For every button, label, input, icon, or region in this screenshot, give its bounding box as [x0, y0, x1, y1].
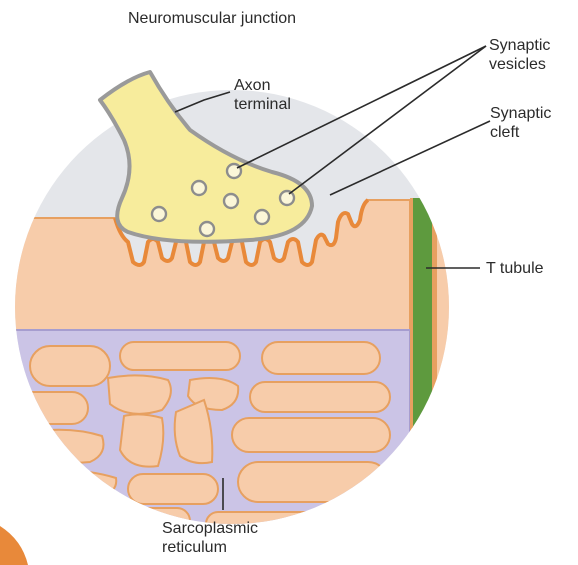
- label-synaptic-vesicles-line1: Synaptic: [489, 36, 550, 55]
- label-synaptic-cleft-line1: Synaptic: [490, 104, 551, 123]
- label-t-tubule: T tubule: [486, 259, 544, 278]
- label-sarcoplasmic-reticulum: Sarcoplasmic reticulum: [162, 519, 258, 557]
- t-tubule: [412, 198, 432, 560]
- label-axon-terminal: Axon terminal: [234, 76, 291, 114]
- label-sarcoplasmic-reticulum-line2: reticulum: [162, 538, 258, 557]
- label-synaptic-vesicles-line2: vesicles: [489, 55, 550, 74]
- label-synaptic-cleft-line2: cleft: [490, 123, 551, 142]
- label-synaptic-cleft: Synaptic cleft: [490, 104, 551, 142]
- diagram-title: Neuromuscular junction: [128, 9, 296, 28]
- label-sarcoplasmic-reticulum-line1: Sarcoplasmic: [162, 519, 258, 538]
- label-synaptic-vesicles: Synaptic vesicles: [489, 36, 550, 74]
- label-axon-terminal-line1: Axon: [234, 76, 291, 95]
- muscle-fiber-right-segment: [436, 190, 480, 560]
- label-axon-terminal-line2: terminal: [234, 95, 291, 114]
- adjacent-structure-fragment: [0, 526, 28, 565]
